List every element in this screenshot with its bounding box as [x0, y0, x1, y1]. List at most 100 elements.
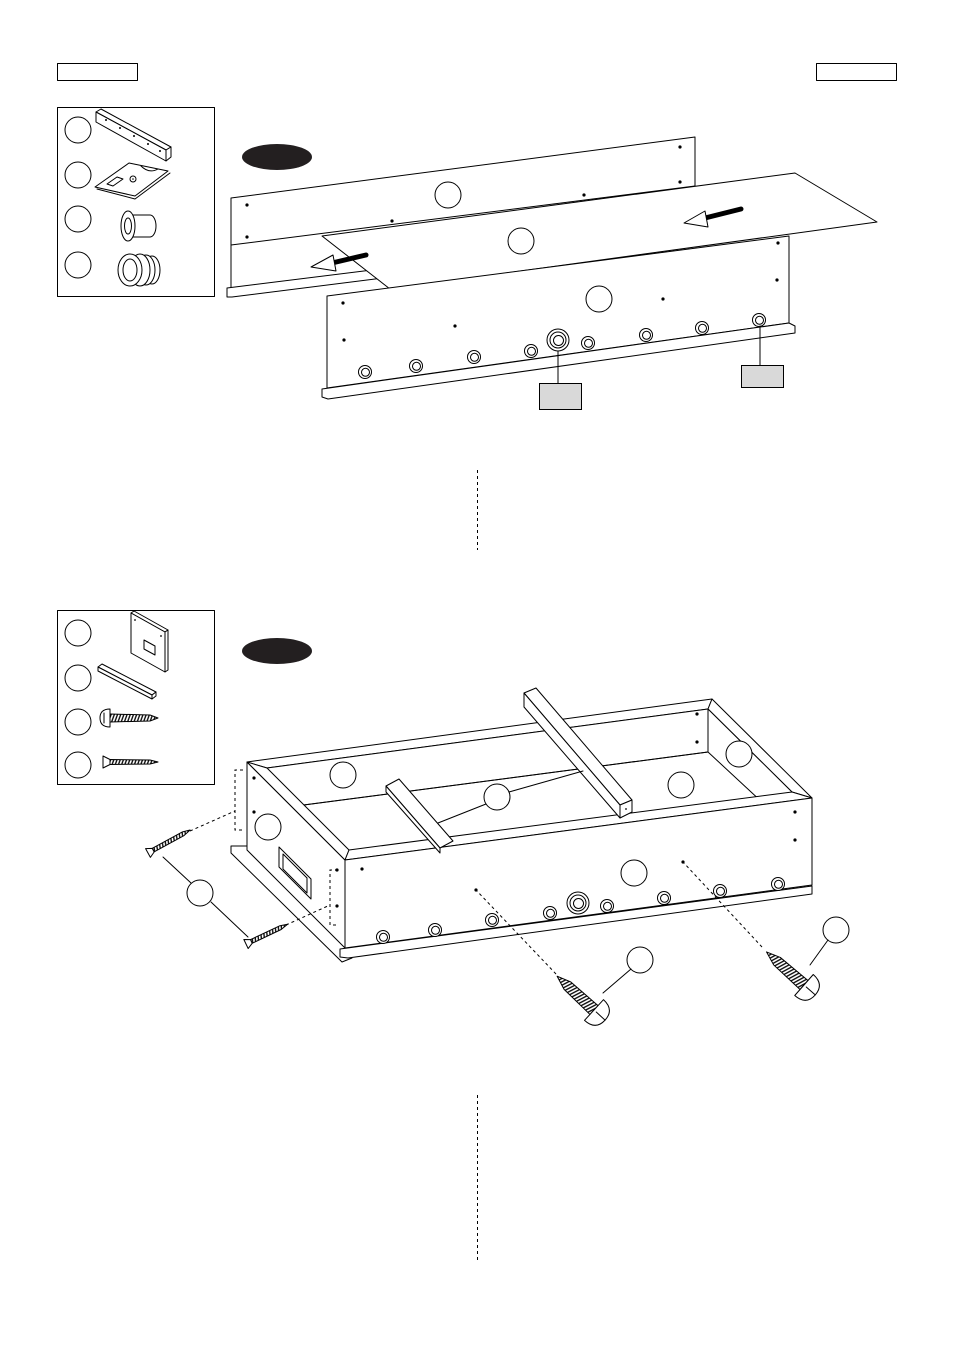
- rod-hole-bore: [488, 915, 497, 925]
- rod-holes-row: [376, 877, 785, 944]
- rod-hole-bore: [774, 879, 783, 889]
- arrow-shaft: [329, 252, 369, 266]
- screw-hole: [678, 145, 682, 149]
- rod-hole-bore: [527, 346, 536, 356]
- callout-leader: [210, 901, 249, 938]
- plate-slot: [106, 176, 124, 187]
- screw-guide: [329, 869, 338, 926]
- header-label-box-right: [816, 63, 897, 81]
- part-callout: [667, 771, 695, 799]
- screw-thread: [151, 829, 191, 853]
- screw-head: [99, 708, 111, 728]
- panel-hole: [134, 619, 136, 621]
- bracket-flange: [95, 108, 172, 151]
- step-1-diagram: [226, 136, 878, 410]
- part-callout: [483, 783, 511, 811]
- screw-slot: [595, 1011, 606, 1021]
- rod-hole: [409, 359, 423, 373]
- center-grommet: [546, 328, 570, 352]
- rod-hole-bore: [755, 315, 764, 325]
- rod-hole-bore: [698, 323, 707, 333]
- gray-label-box: [741, 365, 784, 388]
- grommet-hole: [573, 898, 584, 909]
- rod-hole-bore: [546, 908, 555, 918]
- rod-hole-bore: [431, 925, 440, 935]
- screw-guide: [285, 904, 331, 926]
- rod-hole-bore: [603, 901, 612, 911]
- arrow-head: [310, 254, 337, 272]
- callout-leader: [162, 856, 192, 884]
- center-grommet: [566, 891, 590, 915]
- bracket-end: [165, 146, 172, 162]
- grommet-hole: [553, 335, 564, 346]
- part-callout: [626, 946, 654, 974]
- left-wall-screw-holes: [252, 776, 339, 908]
- rod-hole: [467, 350, 481, 364]
- flat-head-screw-icon: [145, 829, 191, 858]
- screw-hole: [390, 219, 394, 223]
- parts-legend-step-2: [57, 610, 215, 785]
- parts-legend-frame: [57, 610, 215, 785]
- round-head-screw-icon: [556, 975, 610, 1026]
- part-callout: [64, 708, 92, 736]
- support-bar-icon: [97, 663, 157, 700]
- rod-hole-bore: [412, 361, 421, 371]
- step-badge-icon: [242, 144, 312, 170]
- support-bar-long: [523, 687, 633, 819]
- bar-side: [97, 666, 153, 700]
- part-callout: [822, 916, 850, 944]
- part-callout: [254, 813, 282, 841]
- header-label-box-left: [57, 63, 138, 81]
- slide-direction-arrow-icon: [683, 206, 744, 228]
- rod-hole-bore: [361, 367, 370, 377]
- bar-end-hole: [625, 808, 627, 810]
- screw-guide: [475, 889, 557, 975]
- part-callout: [186, 879, 214, 907]
- screw-hole: [360, 867, 364, 871]
- part-callout: [64, 751, 92, 779]
- part-callout: [64, 619, 92, 647]
- flat-head-screw-icon: [243, 923, 289, 950]
- handle-slot-outer: [278, 846, 312, 900]
- screw-guide: [682, 861, 763, 948]
- screw-hole: [245, 235, 249, 239]
- rod-hole: [485, 913, 499, 927]
- screw-guide: [234, 769, 243, 831]
- plate-notch: [140, 165, 159, 172]
- rod-hole: [358, 365, 372, 379]
- step-badge-icon: [242, 638, 312, 664]
- rod-hole: [524, 344, 538, 358]
- screw-hole: [776, 241, 780, 245]
- bar-side: [385, 785, 441, 854]
- part-callout: [620, 859, 648, 887]
- bar-top: [97, 663, 157, 696]
- front-wall: [344, 797, 813, 949]
- rod-hole: [543, 906, 557, 920]
- rod-hole-bore: [716, 886, 725, 896]
- plate-edge: [96, 172, 171, 200]
- screw-hole: [335, 904, 339, 908]
- rod-hole: [376, 930, 390, 944]
- screw-thread: [556, 975, 599, 1015]
- screw-hole: [341, 301, 345, 305]
- rod-hole-bore: [584, 338, 593, 348]
- part-callout: [64, 251, 92, 279]
- callout-leader: [508, 770, 584, 793]
- part-callout: [329, 761, 357, 789]
- step-2-diagram: [145, 687, 850, 1026]
- mounting-plate-icon: [94, 162, 171, 200]
- part-callout: [434, 181, 462, 209]
- part-callout: [507, 227, 535, 255]
- gray-label-box: [539, 383, 582, 410]
- parts-legend-frame: [57, 107, 215, 297]
- back-panel-screw-holes: [245, 145, 682, 239]
- screw-hole: [793, 838, 797, 842]
- round-head-screw-icon: [99, 708, 159, 728]
- part-callout: [64, 116, 92, 144]
- callout-leader: [809, 939, 829, 966]
- screw-hole: [695, 740, 699, 744]
- bracket-hole: [105, 119, 107, 121]
- rod-holes-row: [358, 313, 766, 379]
- grommet-hole: [122, 258, 138, 282]
